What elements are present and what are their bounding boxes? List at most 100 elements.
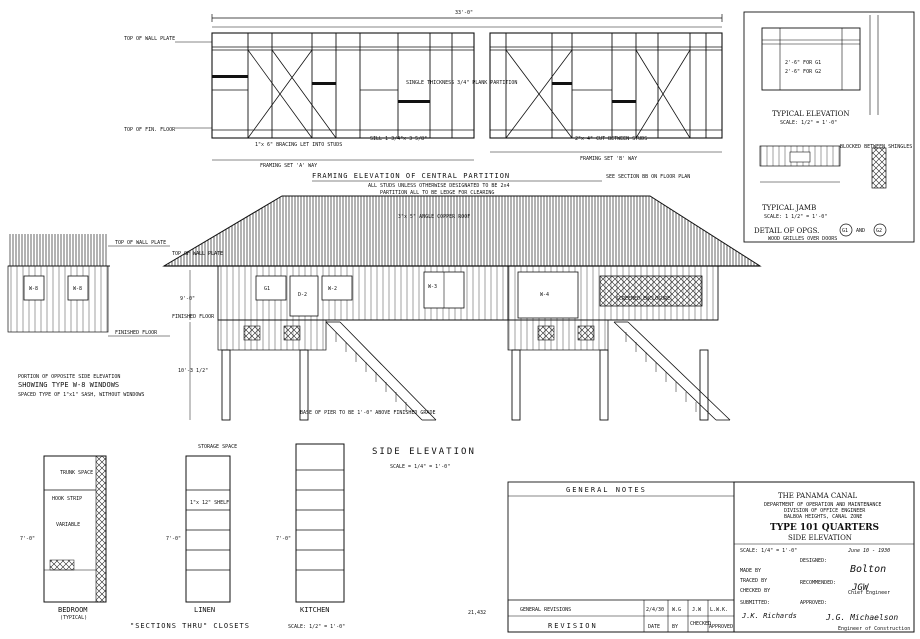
- revision-table: GENERAL REVISIONS 2/4/30 W.G J.W L.W.K. …: [468, 599, 735, 633]
- side-finished-floor: FINISHED FLOOR: [172, 314, 215, 320]
- drawing-number: 21,432: [468, 610, 486, 616]
- tb-div: DIVISION OF OFFICE ENGINEER: [784, 508, 866, 514]
- tb-signature-1: Bolton: [850, 564, 886, 575]
- side-dim-lower: 10'-3 1/2": [178, 368, 208, 374]
- kitchen-label: KITCHEN: [300, 606, 330, 614]
- bedroom-sublabel: (TYPICAL): [60, 615, 87, 621]
- framing-title: FRAMING ELEVATION OF CENTRAL PARTITION: [312, 172, 510, 180]
- revision-row1-by: W.G: [672, 607, 681, 613]
- tb-dept: DEPARTMENT OF OPERATION AND MAINTENANCE: [764, 502, 881, 508]
- tb-project: TYPE 101 QUARTERS: [770, 523, 879, 533]
- opp-floor: FINISHED FLOOR: [115, 330, 158, 336]
- tb-date: June 10 - 1930: [847, 548, 890, 554]
- tb-signature-4: J.G. Michaelson: [825, 613, 898, 622]
- opp-caption-1: PORTION OF OPPOSITE SIDE ELEVATION: [18, 374, 120, 380]
- revision-row1-checked: J.W: [692, 607, 702, 613]
- title-block: THE PANAMA CANAL DEPARTMENT OF OPERATION…: [733, 481, 915, 633]
- framing-floor-label: TOP OF FIN. FLOOR: [124, 127, 176, 133]
- tb-signature-2: JGW: [851, 583, 870, 593]
- linen-label: LINEN: [194, 606, 215, 614]
- linen-storage: STORAGE SPACE: [198, 444, 237, 450]
- linen-shelf: 1"x 12" SHELF: [190, 500, 229, 506]
- tb-org: THE PANAMA CANAL: [778, 492, 857, 500]
- opp-top-plate: TOP OF WALL PLATE: [115, 240, 166, 246]
- side-dim-upper: 9'-0": [180, 296, 195, 302]
- revision-row1-approved: L.W.K.: [710, 607, 728, 613]
- framing-elevation: 33'-0": [124, 10, 723, 196]
- notes-title: GENERAL NOTES: [566, 486, 647, 494]
- typical-elevation-scale: SCALE: 1/2" = 1'-0": [780, 120, 837, 126]
- tb-recommended: RECOMMENDED:: [800, 580, 836, 586]
- closets-scale: SCALE: 1/2" = 1'-0": [288, 624, 345, 630]
- side-tag-g1: G1: [264, 286, 270, 292]
- bedroom-hook: HOOK STRIP: [52, 496, 82, 502]
- tb-checked-by: CHECKED BY: [740, 588, 770, 594]
- revision-approved-col: APPROVED: [709, 624, 733, 630]
- tb-designed: DESIGNED:: [800, 558, 827, 564]
- revision-header: REVISION: [548, 622, 598, 630]
- framing-cut-note: 2"x 4" CUT BETWEEN STUDS: [575, 136, 647, 142]
- closets-title: "SECTIONS THRU" CLOSETS: [130, 622, 250, 630]
- side-elevation-title: SIDE ELEVATION: [372, 447, 476, 457]
- side-roof-note: 3"x 5" ANGLE COPPER ROOF: [398, 214, 470, 220]
- detail-and: AND: [856, 228, 865, 234]
- tb-chief-engineer: Chief Engineer: [848, 590, 890, 596]
- typical-dim-g2: 2'-6" FOR G2: [785, 69, 821, 75]
- revision-by-col: BY: [672, 624, 678, 630]
- tb-approved: APPROVED:: [800, 600, 827, 606]
- framing-subnote-1: ALL STUDS UNLESS OTHERWISE DESIGNATED TO…: [368, 183, 509, 189]
- side-tag-w2: W-2: [328, 286, 337, 292]
- framing-top-plate-label: TOP OF WALL PLATE: [124, 36, 175, 42]
- typical-elevation-title: TYPICAL ELEVATION: [772, 110, 849, 118]
- tb-engineer-construction: Engineer of Construction: [838, 626, 910, 632]
- revision-checked-col: CHECKED: [690, 621, 711, 627]
- side-elevation: 3"x 5" ANGLE COPPER ROOF G1 W-2 D-2 W-3 …: [162, 195, 762, 470]
- detail-g2-bubble: [873, 223, 887, 237]
- revision-row1-date: 2/4/30: [646, 607, 664, 613]
- detail-g2: G2: [876, 228, 882, 234]
- tb-submitted: SUBMITTED:: [740, 600, 770, 606]
- framing-left-set: FRAMING SET 'A' WAY: [260, 163, 317, 169]
- tb-made-by: MADE BY: [740, 568, 761, 574]
- side-tag-w4: W-4: [540, 292, 549, 298]
- framing-partition-note: SINGLE THICKNESS 3/4" PLANK PARTITION: [406, 80, 517, 86]
- framing-subnote-2: PARTITION ALL TO BE LEDGE FOR CLEARING: [380, 190, 494, 196]
- typical-jamb-scale: SCALE: 1 1/2" = 1'-0": [764, 214, 827, 220]
- detail-g1-bubble: [839, 223, 853, 237]
- linen-dim: 7'-0": [166, 536, 181, 542]
- opp-tag-w8a: W-8: [29, 286, 38, 292]
- tb-signature-3: J.K. Richards: [741, 612, 797, 620]
- side-top-plate: TOP OF WALL PLATE: [172, 251, 223, 257]
- detail-subtitle: WOOD GRILLES OVER DOORS: [768, 236, 837, 242]
- detail-g1: G1: [842, 228, 848, 234]
- typical-jamb-title: TYPICAL JAMB: [762, 204, 816, 212]
- tb-place: BALBOA HEIGHTS, CANAL ZONE: [784, 514, 862, 520]
- jamb-note: BLOCKED BETWEEN SHINGLES: [840, 144, 912, 150]
- framing-title-note: SEE SECTION BB ON FLOOR PLAN: [606, 174, 690, 180]
- closet-sections: TRUNK SPACE VARIABLE 7'-0" HOOK STRIP BE…: [20, 443, 345, 630]
- bedroom-dim: 7'-0": [20, 536, 35, 542]
- framing-right-set: FRAMING SET 'B' WAY: [580, 156, 637, 162]
- side-elevation-scale: SCALE = 1/4" = 1'-0": [390, 464, 450, 470]
- typical-details: 2'-6" FOR G1 2'-6" FOR G2 TYPICAL ELEVAT…: [743, 11, 915, 243]
- opp-caption-2: SHOWING TYPE W-8 WINDOWS: [18, 381, 119, 389]
- side-tag-d2: D-2: [298, 292, 307, 298]
- bedroom-variable: VARIABLE: [56, 522, 80, 528]
- revision-date-col: DATE: [648, 624, 660, 630]
- opp-caption-3: SPACED TYPE OF 1"x1" SASH, WITHOUT WINDO…: [18, 392, 144, 398]
- side-pier-note: BASE OF PIER TO BE 1'-0" ABOVE FINISHED …: [300, 410, 435, 416]
- opp-tag-w8b: W-8: [73, 286, 82, 292]
- opposite-side-portion: W-8 W-8 TOP OF WALL PLATE FINISHED FLOOR…: [7, 234, 170, 398]
- tb-traced-by: TRACED BY: [740, 578, 767, 584]
- kitchen-dim: 7'-0": [276, 536, 291, 542]
- tb-sheet: SIDE ELEVATION: [788, 534, 852, 542]
- typical-dim-g1: 2'-6" FOR G1: [785, 60, 821, 66]
- detail-title: DETAIL OF OPGS.: [754, 227, 819, 235]
- framing-overall-dim: 33'-0": [455, 10, 473, 16]
- side-screen-note: SCREENED ENCLOSURE: [616, 296, 670, 302]
- bedroom-label: BEDROOM: [58, 606, 88, 614]
- side-tag-w3: W-3: [428, 284, 437, 290]
- framing-sill-note: SILL 1 3/4"x 3 5/8": [370, 136, 427, 142]
- tb-scale: SCALE: 1/4" = 1'-0": [740, 548, 797, 554]
